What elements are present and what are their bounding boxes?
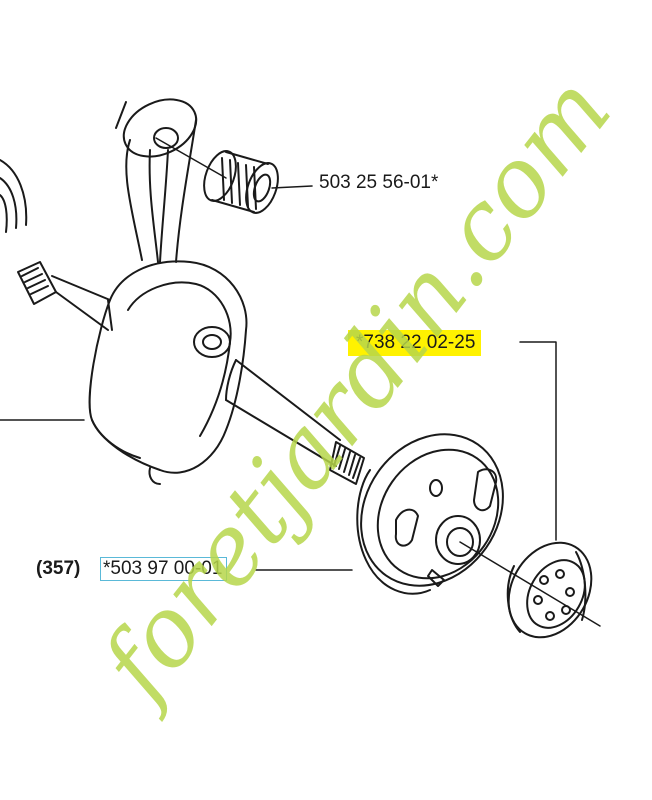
- clutch-hub-drawing: [356, 433, 504, 595]
- connecting-rod: [115, 98, 198, 263]
- ball-bearing: [506, 541, 593, 639]
- left-threaded-shaft: [17, 261, 113, 331]
- flywheel-edge: [0, 159, 28, 233]
- clutch-hub-part-number[interactable]: *503 97 00-01: [100, 557, 228, 581]
- crank-web: [88, 260, 248, 485]
- needle-bearing: [203, 150, 279, 214]
- needle-bearing-part-number: 503 25 56-01*: [319, 172, 439, 193]
- right-tapered-shaft: [225, 359, 365, 485]
- reference-number: (357): [36, 558, 81, 579]
- bearing-ring-part-number: *738 22 02-25: [348, 330, 482, 356]
- leader-lines: [0, 137, 601, 627]
